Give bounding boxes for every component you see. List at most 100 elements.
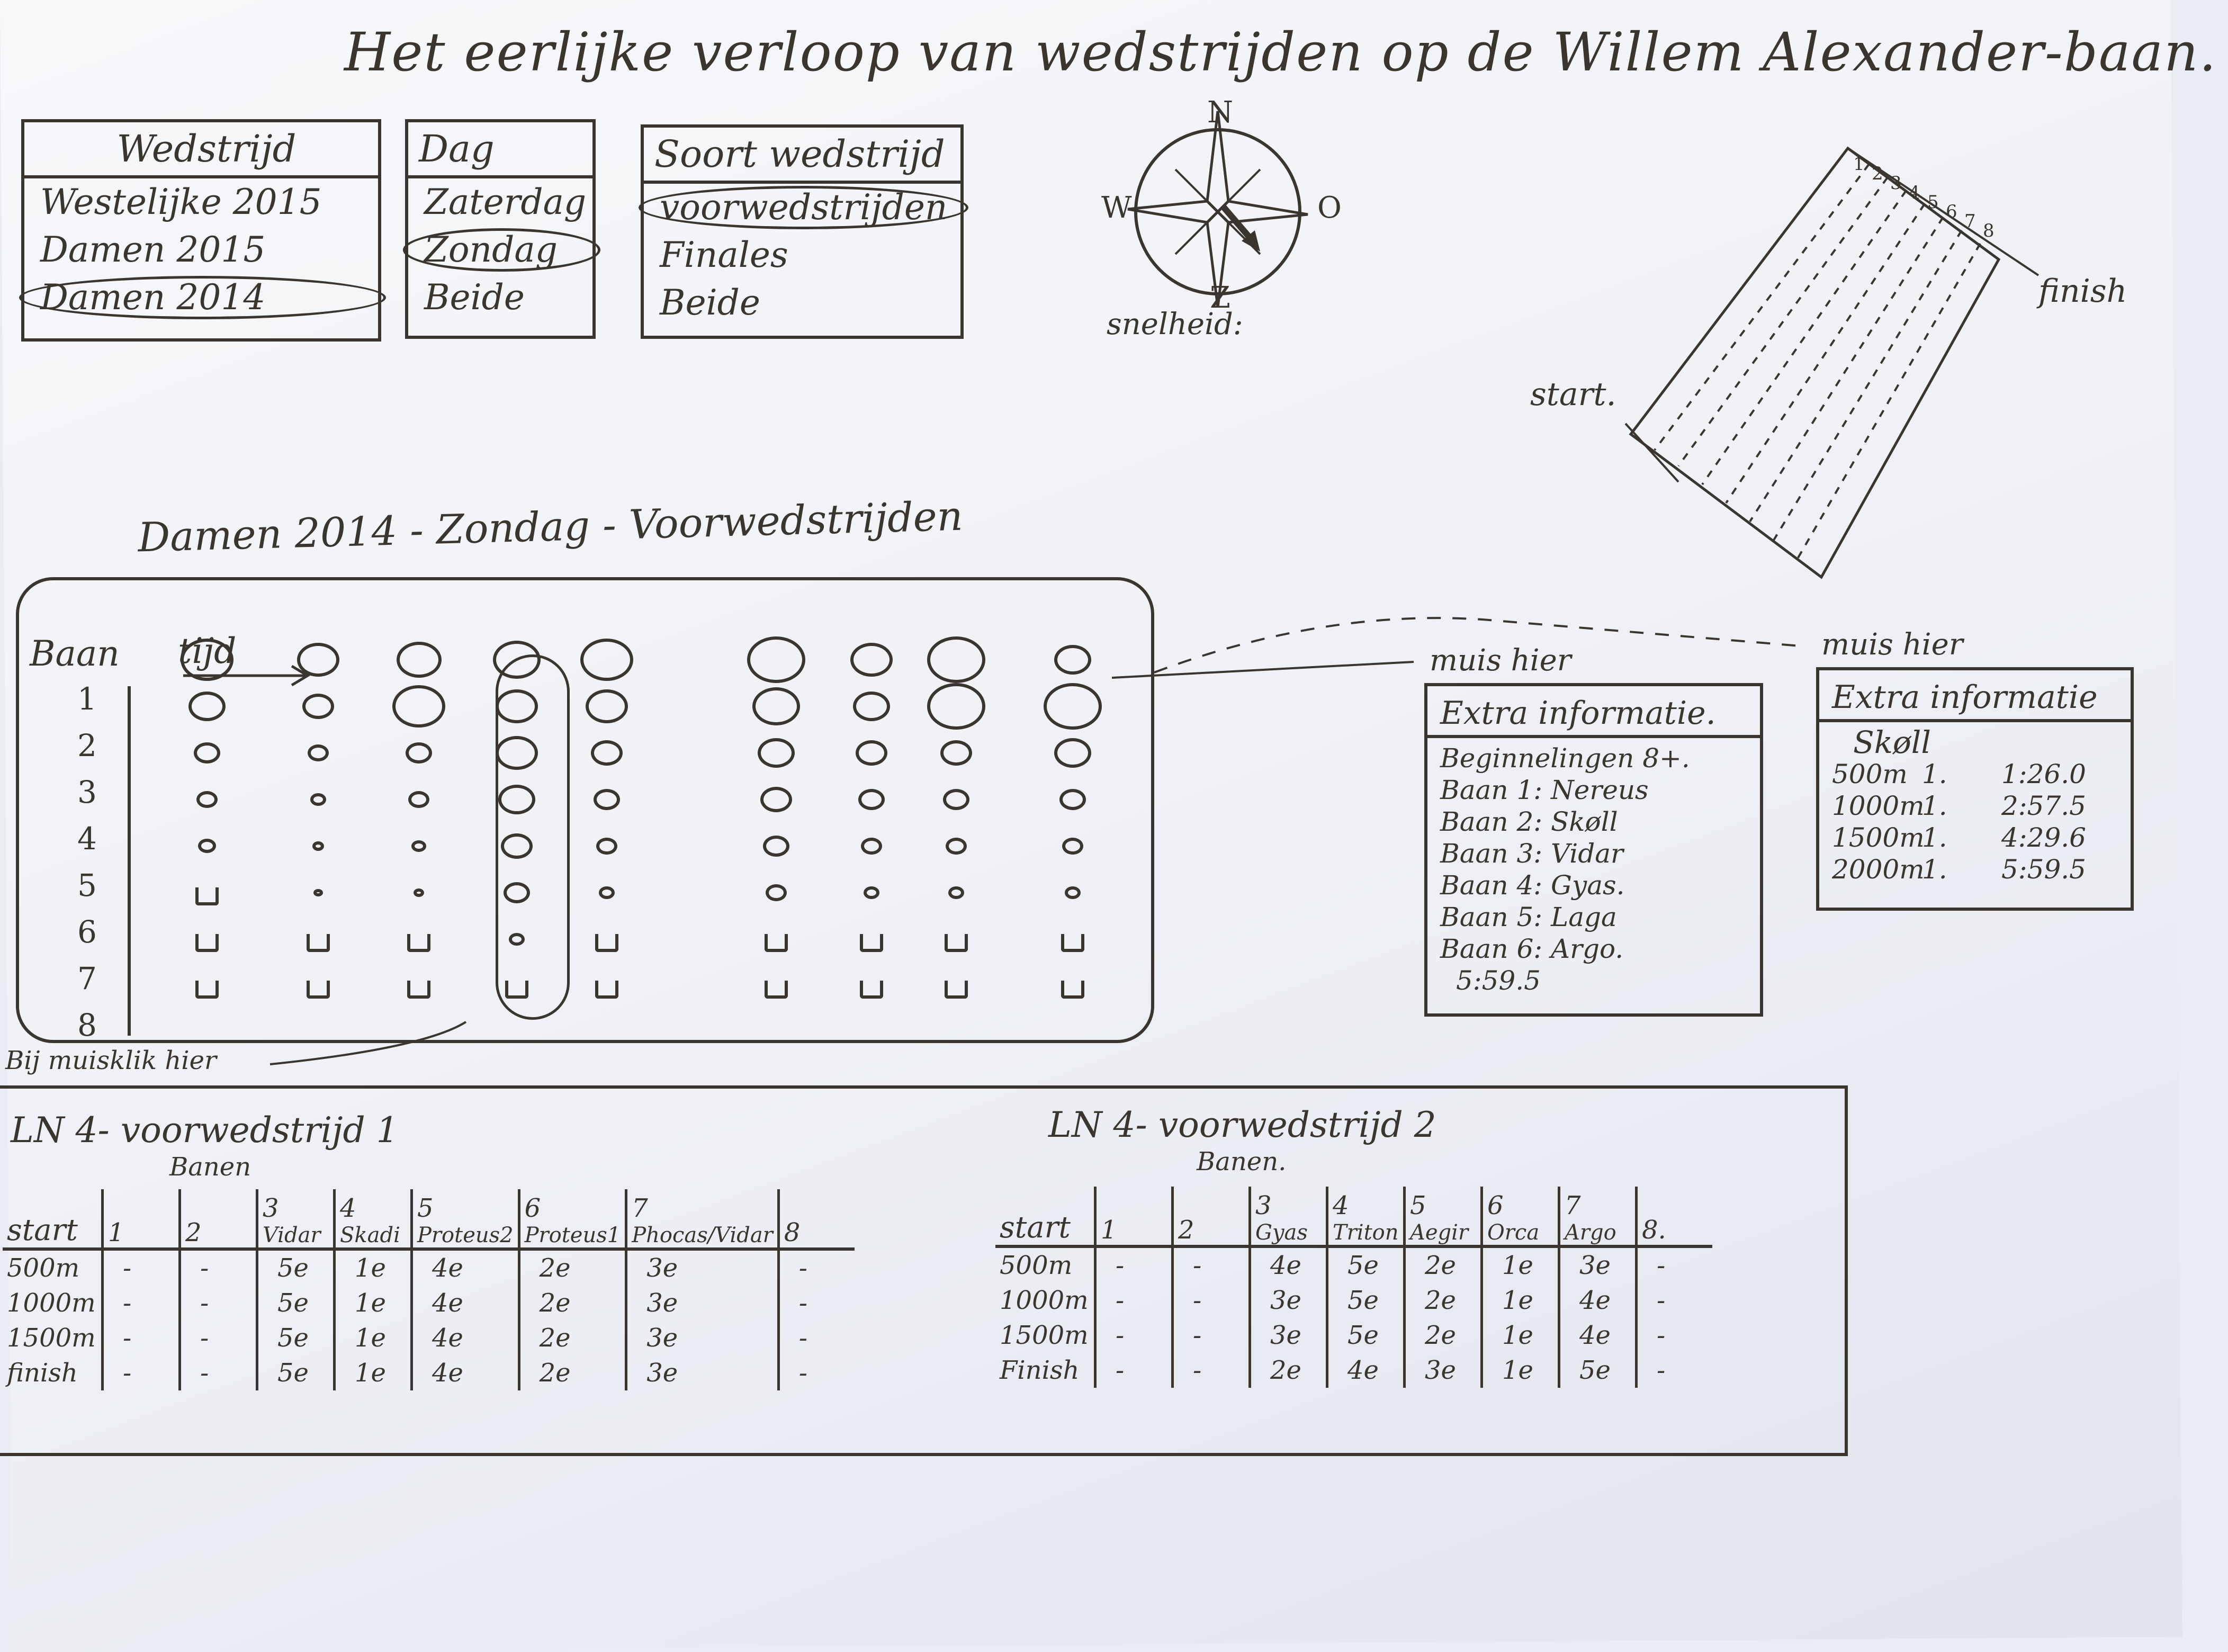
lane-axis-line (128, 686, 131, 1036)
crew-position-dot[interactable] (188, 692, 226, 721)
crew-position-dot[interactable] (501, 833, 533, 859)
selected-race-column[interactable] (496, 654, 570, 1020)
course-lane-number: 2 (1872, 163, 1883, 184)
filter-soort-option-selected[interactable]: voorwedstrijden (639, 184, 968, 231)
crew-position-dot[interactable] (498, 785, 535, 814)
crew-position-dot[interactable] (297, 643, 339, 677)
crew-position-dot[interactable] (864, 886, 879, 899)
table-lane-header[interactable]: 1 (101, 1189, 180, 1249)
filter-wedstrijd-option-selected[interactable]: Damen 2014 (19, 274, 386, 321)
filter-soort-option[interactable]: Finales (660, 235, 788, 275)
crew-position-dot[interactable] (763, 836, 789, 857)
crew-position-dot[interactable] (927, 636, 985, 683)
crew-position-dot[interactable] (196, 791, 218, 808)
crew-position-dot[interactable] (856, 740, 887, 766)
crew-position-dot[interactable] (1059, 789, 1086, 810)
lane-crew-name: Orca (1487, 1220, 1540, 1245)
crew-position-dot[interactable] (509, 933, 525, 946)
crew-position-dot[interactable] (946, 838, 967, 855)
lane-crew-name: Proteus1 (524, 1223, 621, 1247)
table-lane-header[interactable]: 2 (178, 1189, 257, 1249)
crew-position-dot[interactable] (312, 841, 324, 851)
filter-dag-option[interactable]: Beide (424, 277, 525, 318)
crew-position-dot[interactable] (406, 742, 432, 764)
crew-position-dot[interactable] (596, 838, 617, 855)
crew-position-dot[interactable] (396, 642, 442, 678)
table-lane-header[interactable]: 8 (777, 1189, 855, 1249)
heat-1-title: LN 4- voorwedstrijd 1 (11, 1110, 399, 1151)
crew-position-dot[interactable] (591, 740, 623, 766)
crew-position-dot[interactable] (853, 692, 890, 721)
wind-compass: N O Z W (1101, 95, 1342, 344)
crew-position-dot[interactable] (940, 740, 972, 766)
crew-position-dot[interactable] (181, 639, 233, 681)
filter-wedstrijd-option[interactable]: Damen 2015 (40, 229, 266, 270)
crew-position-dot[interactable] (766, 884, 787, 901)
crew-position-dot[interactable] (194, 742, 220, 764)
crew-position-dot[interactable] (411, 840, 426, 852)
crew-position-dot[interactable] (599, 886, 615, 899)
table-lane-header[interactable]: 1 (1094, 1187, 1173, 1246)
empty-lane-marker (1061, 981, 1084, 999)
row-distance-label: 1500m (7, 1323, 96, 1353)
position-cell: - (178, 1321, 257, 1355)
crew-position-dot[interactable] (198, 839, 216, 854)
crew-position-dot[interactable] (1065, 886, 1081, 899)
filter-soort-option[interactable]: Beide (660, 282, 760, 323)
filter-dag-option[interactable]: Zaterdag (424, 182, 587, 222)
table-lane-header[interactable]: 8. (1635, 1187, 1712, 1246)
crew-position-dot[interactable] (752, 687, 800, 725)
crew-position-dot[interactable] (308, 744, 329, 761)
crew-position-dot[interactable] (948, 886, 964, 899)
crew-position-dot[interactable] (1054, 738, 1091, 768)
crew-position-dot[interactable] (504, 882, 530, 903)
crew-position-dot[interactable] (594, 789, 620, 810)
compass-rose-icon (1127, 111, 1308, 308)
crew-position-dot[interactable] (392, 685, 445, 728)
position-cell: 4e (1558, 1283, 1637, 1318)
crew-position-dot[interactable] (586, 689, 628, 723)
filter-soort-header: Soort wedstrijd (644, 128, 960, 184)
crew-position-dot[interactable] (310, 793, 326, 806)
crew-position-dot[interactable] (313, 888, 323, 896)
crew-position-dot[interactable] (850, 643, 893, 677)
crew-position-dot[interactable] (414, 888, 424, 897)
crew-position-dot[interactable] (408, 791, 429, 808)
crew-position-dot[interactable] (580, 639, 633, 681)
crew-position-dot[interactable] (861, 838, 882, 855)
position-cell: 5e (1326, 1283, 1405, 1318)
crew-position-dot[interactable] (943, 789, 969, 810)
crew-position-dot[interactable] (760, 787, 792, 812)
position-cell: - (1635, 1318, 1712, 1353)
crew-position-dot[interactable] (1044, 683, 1102, 730)
crew-position-dot[interactable] (927, 683, 985, 730)
crew-position-dot[interactable] (1062, 838, 1083, 855)
lane-number: 5 (1410, 1191, 1426, 1220)
lane-number: 7 (1565, 1191, 1581, 1220)
lane-number: 6 (524, 1193, 541, 1223)
position-cell: - (777, 1355, 855, 1390)
position-cell: 4e (1248, 1246, 1327, 1283)
lane-number: 2 (1178, 1215, 1194, 1245)
table-lane-header[interactable]: 2 (1171, 1187, 1250, 1246)
position-cell: 5e (1326, 1246, 1405, 1283)
crew-position-dot[interactable] (1054, 645, 1091, 675)
crew-position-dot[interactable] (858, 789, 885, 810)
filter-wedstrijd-option[interactable]: Westelijke 2015 (40, 182, 322, 222)
crew-position-dot[interactable] (747, 636, 805, 683)
crew-position-dot[interactable] (758, 738, 795, 768)
position-cell: 4e (410, 1249, 519, 1286)
crew-position-dot[interactable] (302, 694, 334, 719)
filter-dag-option-selected[interactable]: Zondag (403, 226, 600, 274)
